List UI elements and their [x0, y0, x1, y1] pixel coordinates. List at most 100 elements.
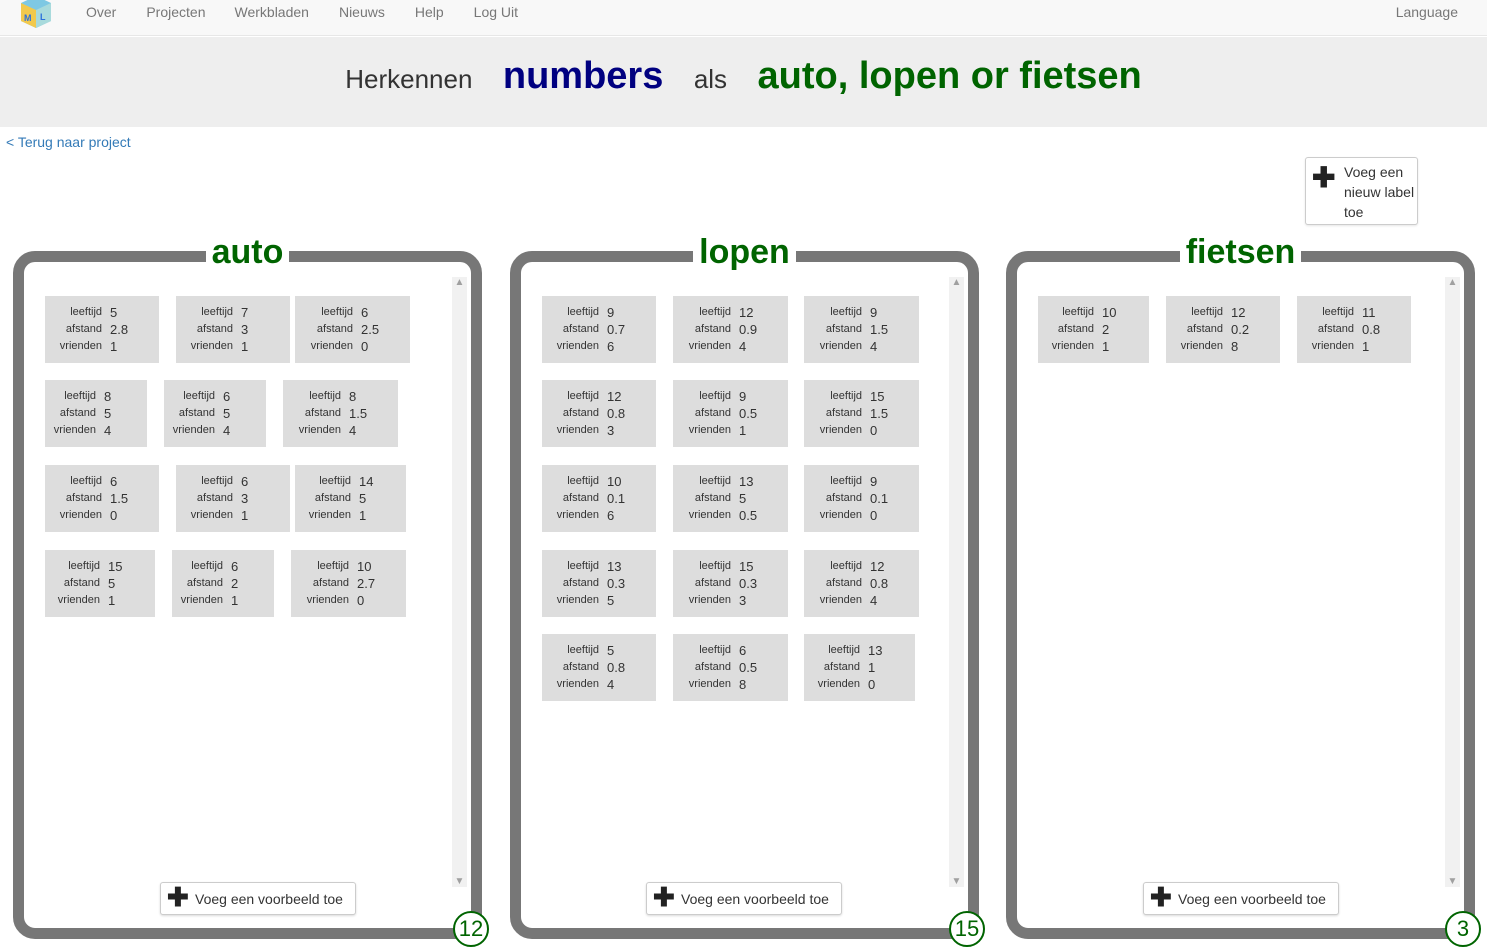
add-label-button-label: Voeg een nieuw label toe	[1344, 164, 1415, 220]
field-label: afstand	[694, 577, 731, 589]
add-label-button[interactable]: ✚ Voeg een nieuw label toe	[1305, 157, 1418, 225]
ml-logo-icon[interactable]: M L	[18, 0, 54, 30]
field-value: 6	[607, 339, 615, 354]
field-value: 5	[359, 491, 367, 506]
plus-icon: ✚	[1150, 882, 1172, 912]
field-value: 0.8	[607, 660, 626, 675]
field-label: afstand	[825, 323, 862, 335]
nav-item-nieuws[interactable]: Nieuws	[338, 4, 385, 20]
scroll-up-icon[interactable]: ▲	[454, 277, 465, 288]
field-value: 5	[607, 643, 615, 658]
field-value: 1	[108, 593, 116, 608]
add-example-button[interactable]: ✚ Voeg een voorbeeld toe	[1143, 882, 1339, 915]
field-value: 1	[110, 339, 118, 354]
field-value: 0.3	[739, 576, 758, 591]
nav-item-help[interactable]: Help	[414, 4, 444, 20]
field-value: 5	[223, 406, 231, 421]
column-title: auto	[205, 232, 290, 272]
add-example-button[interactable]: ✚ Voeg een voorbeeld toe	[160, 882, 356, 915]
field-value: 6	[110, 474, 118, 489]
field-value: 0	[870, 508, 878, 523]
scroll-down-icon[interactable]: ▼	[454, 876, 465, 887]
field-label: vrienden	[556, 509, 599, 521]
field-value: 0	[110, 508, 118, 523]
field-value: 1	[868, 660, 876, 675]
field-value: 6	[223, 389, 231, 404]
field-label: vrienden	[819, 340, 862, 352]
field-label: afstand	[65, 492, 102, 504]
field-value: 1.5	[110, 491, 129, 506]
scroll-up-icon[interactable]: ▲	[1447, 277, 1458, 288]
field-label: vrienden	[688, 340, 731, 352]
field-value: 10	[1102, 305, 1117, 320]
field-label: leeftijd	[70, 475, 102, 487]
field-label: leeftijd	[699, 644, 731, 656]
field-label: leeftijd	[1191, 306, 1223, 318]
scrollbar[interactable]: ▲▼	[1445, 277, 1460, 887]
field-value: 4	[870, 339, 878, 354]
field-value: 1	[1362, 339, 1370, 354]
field-value: 6	[361, 305, 369, 320]
add-example-button-label: Voeg een voorbeeld toe	[1178, 891, 1326, 907]
svg-text:M: M	[24, 13, 32, 23]
field-value: 14	[359, 474, 374, 489]
add-example-button[interactable]: ✚ Voeg een voorbeeld toe	[646, 882, 842, 915]
scroll-down-icon[interactable]: ▼	[1447, 876, 1458, 887]
nav-item-werkbladen[interactable]: Werkbladen	[234, 4, 309, 20]
field-value: 4	[870, 593, 878, 608]
back-to-project-link[interactable]: < Terug naar project	[6, 134, 131, 150]
nav-item-over[interactable]: Over	[86, 4, 117, 20]
scrollbar[interactable]: ▲▼	[949, 277, 964, 887]
field-value: 11	[1362, 305, 1376, 320]
scroll-down-icon[interactable]: ▼	[951, 876, 962, 887]
field-label: afstand	[196, 323, 233, 335]
nav-item-log-uit[interactable]: Log Uit	[473, 4, 519, 20]
scrollbar[interactable]: ▲▼	[452, 277, 467, 887]
language-menu[interactable]: Language	[1395, 4, 1458, 20]
field-value: 6	[231, 559, 239, 574]
field-label: leeftijd	[319, 475, 351, 487]
field-label: vrienden	[298, 424, 341, 436]
field-value: 0.8	[607, 406, 626, 421]
field-label: leeftijd	[201, 306, 233, 318]
field-label: leeftijd	[699, 390, 731, 402]
field-value: 1.5	[870, 406, 889, 421]
field-label: afstand	[823, 661, 860, 673]
nav-item-projecten[interactable]: Projecten	[146, 4, 206, 20]
field-value: 0.1	[870, 491, 889, 506]
field-value: 13	[868, 643, 883, 658]
scroll-up-icon[interactable]: ▲	[951, 277, 962, 288]
